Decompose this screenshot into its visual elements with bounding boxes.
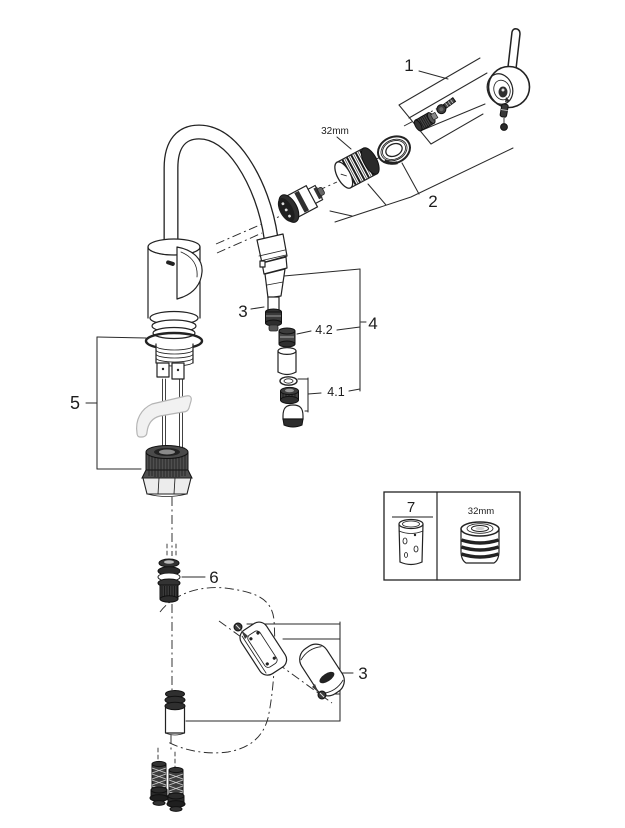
callout-5: 5: [70, 393, 80, 413]
callout-3-weight: 3: [358, 664, 367, 683]
alignment-axes: [157, 100, 505, 770]
hose-sleeve-cylinder: [277, 347, 297, 376]
callout-4-1: 4.1: [327, 385, 344, 399]
callout-4-2: 4.2: [315, 323, 332, 337]
handle-plug: [500, 123, 508, 131]
weight-screw-bottom: [312, 684, 327, 700]
handle-mount-fin: [176, 246, 203, 300]
hose-routing-path: [159, 587, 276, 754]
spray-head: [277, 184, 325, 223]
trim-ring: [377, 135, 411, 165]
hose-end-connector: [259, 256, 288, 332]
lever-slot: [166, 260, 175, 266]
cap-dome: [282, 404, 304, 420]
hose-bottom-connector: [164, 690, 186, 736]
mousseur-32mm: [334, 147, 380, 189]
inset-box: [383, 491, 521, 581]
supply-hose-right: [166, 766, 186, 812]
supply-hose-left: [149, 760, 169, 806]
callout-4: 4: [368, 314, 377, 333]
callout-1-leaders: [398, 57, 488, 145]
callout-3-hose-leader: [250, 306, 265, 310]
callout-3-hose: 3: [238, 302, 247, 321]
spout-tube-fill: [164, 125, 280, 262]
threaded-shank: [155, 343, 194, 364]
callout-7: 7: [407, 499, 415, 516]
weight-screw-top: [233, 622, 248, 639]
faucet-body: [144, 124, 281, 453]
mousseur-size-leader: [336, 136, 352, 150]
inset-part-mousseur: [460, 521, 500, 564]
callout-2: 2: [428, 192, 437, 211]
callout-4-bracket: [283, 268, 367, 392]
hose-weight-left-half: [239, 621, 288, 676]
check-valve-4-2: [278, 327, 296, 348]
inset-part-7: [398, 518, 424, 566]
quick-connector-6: [157, 558, 181, 603]
spout-outlet: [256, 233, 288, 264]
handle-screw: [436, 97, 457, 115]
seal-kit-4-1: [279, 376, 304, 428]
hose-weight-right-half: [299, 643, 345, 697]
lever-arm: [507, 28, 521, 70]
callout-6: 6: [209, 568, 218, 587]
callout-2-leaders: [329, 147, 514, 223]
inset-mousseur-size-label: 32mm: [468, 506, 494, 517]
mounting-wrench-ghost: [136, 395, 192, 438]
cartridge-nut: [413, 111, 439, 132]
callout-5-bracket: [85, 336, 147, 470]
mounting-nut: [141, 445, 193, 497]
lever-handle: [486, 28, 531, 131]
mousseur-size-label: 32mm: [321, 126, 349, 137]
callout-1: 1: [404, 56, 413, 75]
callout-4-1-bracket: [297, 377, 361, 413]
